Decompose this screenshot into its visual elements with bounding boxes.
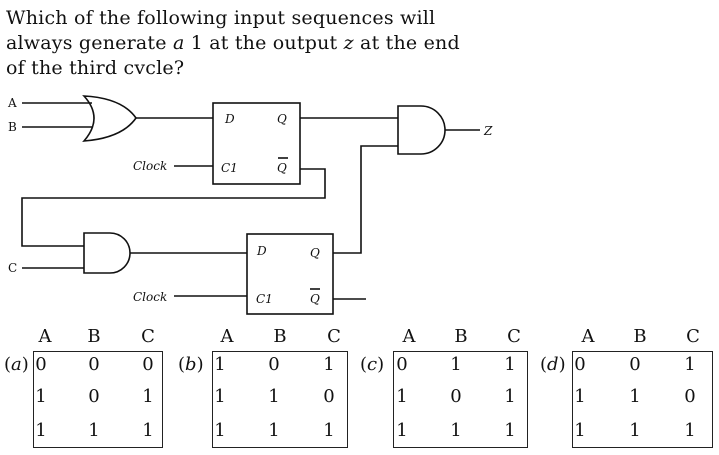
option-d-cell: 0 [629,354,641,375]
option-a-cell: 0 [88,354,100,375]
option-a-cell: 1 [142,386,154,407]
option-a-header-c: C [141,326,155,347]
option-b-cell: 1 [214,420,226,441]
option-b-cell: 1 [268,420,280,441]
option-b-cell: 0 [323,386,335,407]
ff1-qbar-label: Q [277,161,287,175]
question-line-2-post: at the end [353,32,460,54]
option-a-header-a: A [38,326,52,347]
option-d-header-a: A [581,326,595,347]
option-a-cell: 0 [35,354,47,375]
option-b-cell: 1 [214,386,226,407]
flip-flop-2 [246,233,334,315]
option-d-letter: d [547,354,559,375]
ff2-c1-label: C1 [256,292,273,306]
option-c-header-b: B [454,326,468,347]
option-c-label: (c) [360,354,385,375]
option-d-header-c: C [686,326,700,347]
option-b-cell: 1 [323,420,335,441]
option-b-cell: 0 [268,354,280,375]
option-d-cell: 0 [684,386,696,407]
option-c-header-a: A [402,326,416,347]
option-d-cell: 1 [684,354,696,375]
question-text: Which of the following input sequences w… [6,6,476,81]
option-a-cell: 1 [35,386,47,407]
option-b-header-c: C [327,326,341,347]
option-b-letter: b [185,354,197,375]
option-b-header-b: B [273,326,287,347]
option-d-cell: 1 [574,420,586,441]
question-var-a: a [172,32,185,54]
option-d-cell: 1 [574,386,586,407]
option-a-cell: 1 [88,420,100,441]
option-a-table [33,351,163,448]
question-line-2-pre: always generate [6,32,173,54]
wire-q2-to-and2 [333,145,398,254]
option-a-label: (a) [4,354,29,375]
option-c-cell: 1 [450,420,462,441]
question-line-1: Which of the following input sequences w… [6,7,436,29]
question-line-2: always generate a 1 at the output z at t… [6,31,476,56]
clock-2-label: Clock [133,290,167,304]
option-c-table [393,351,528,448]
option-c-cell: 0 [450,386,462,407]
option-d-cell: 1 [629,420,641,441]
flip-flop-1 [212,102,301,185]
option-a-cell: 0 [88,386,100,407]
option-c-cell: 1 [504,354,516,375]
ff1-d-label: D [224,112,235,126]
and-gate-bottom [83,232,131,274]
option-b-label: (b) [178,354,204,375]
option-b-cell: 1 [323,354,335,375]
question-line-3: of the third cvcle? [6,57,185,79]
option-d-label: (d) [540,354,566,375]
and-gate-top [397,105,446,155]
ff2-d-label: D [256,244,267,258]
option-b-cell: 1 [214,354,226,375]
option-a-cell: 1 [142,420,154,441]
option-a-cell: 0 [142,354,154,375]
option-d-header-b: B [633,326,647,347]
question-var-z: z [343,32,354,54]
option-b-table [212,351,348,448]
option-d-cell: 1 [684,420,696,441]
ff1-q-label: Q [277,112,287,126]
input-c-label: C [8,261,17,275]
option-c-cell: 0 [396,354,408,375]
option-c-cell: 1 [396,386,408,407]
or-gate [82,95,137,142]
option-c-cell: 1 [504,386,516,407]
option-a-cell: 1 [35,420,47,441]
option-a-letter: a [11,354,22,375]
option-d-cell: 1 [629,386,641,407]
ff2-q-label: Q [310,246,320,260]
option-c-letter: c [367,354,378,375]
option-c-cell: 1 [396,420,408,441]
ff2-qbar-label: Q [310,292,320,306]
clock-1-label: Clock [133,159,167,173]
output-z-label: Z [483,124,493,138]
question-line-2-mid: 1 at the output [184,32,344,54]
option-c-header-c: C [507,326,521,347]
option-b-cell: 1 [268,386,280,407]
option-a-header-b: B [87,326,101,347]
ff1-c1-label: C1 [221,161,238,175]
input-b-label: B [8,120,17,134]
input-a-label: A [7,96,17,110]
option-d-cell: 0 [574,354,586,375]
option-c-cell: 1 [504,420,516,441]
option-c-cell: 1 [450,354,462,375]
wire-qbar1-feedback [21,168,326,247]
option-b-header-a: A [220,326,234,347]
option-d-table [572,351,713,448]
